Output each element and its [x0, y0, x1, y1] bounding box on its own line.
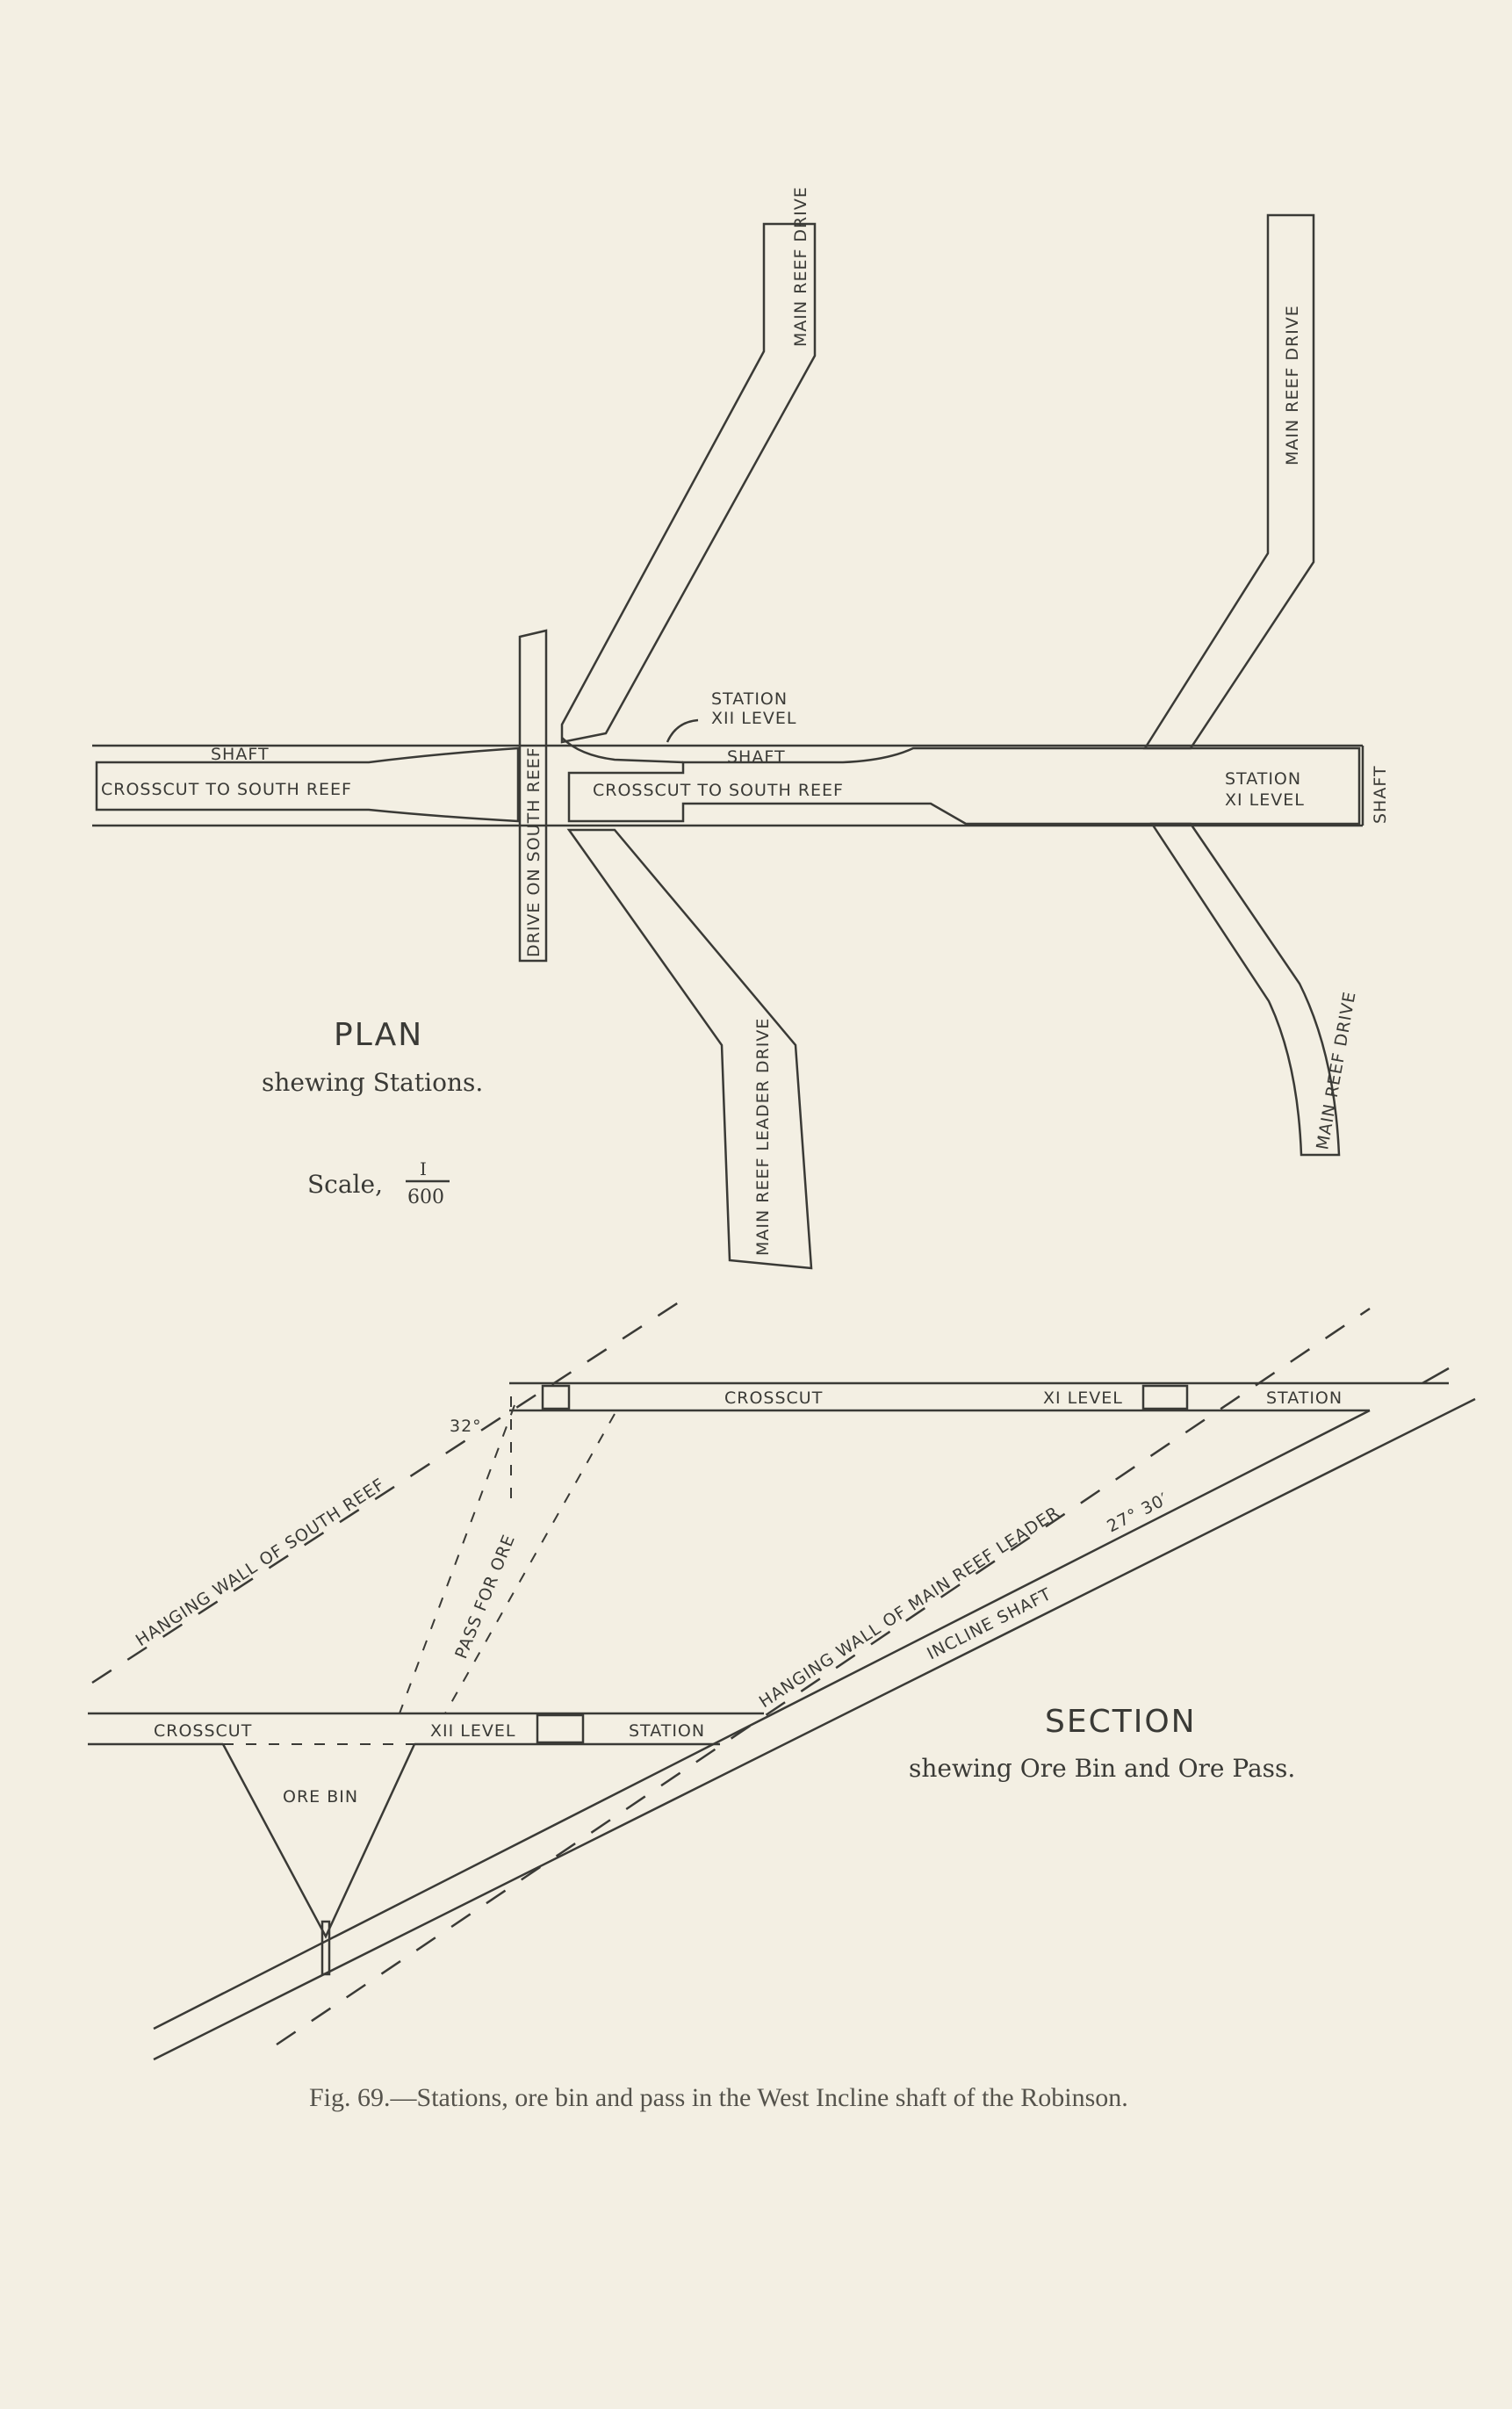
- plan-title: PLAN: [334, 1017, 423, 1053]
- crosscut-label-mid: CROSSCUT TO SOUTH REEF: [593, 781, 844, 800]
- station-curve: [561, 737, 684, 764]
- main-reef-drive-upper-left: [560, 222, 817, 744]
- scale-denominator: 600: [407, 1186, 444, 1208]
- crosscut-lower-label: CROSSCUT: [154, 1721, 252, 1741]
- crosscut-left-band: [95, 747, 520, 823]
- pass-for-ore-label: PASS FOR ORE: [451, 1532, 519, 1662]
- crosscut-upper-label: CROSSCUT: [724, 1388, 823, 1408]
- station-xii-label-line2: XII LEVEL: [711, 709, 796, 728]
- crosscut-label-left: CROSSCUT TO SOUTH REEF: [101, 780, 352, 799]
- hanging-wall-south-label: HANGING WALL OF SOUTH REEF: [133, 1475, 389, 1650]
- hanging-wall-south-reef: [91, 1297, 685, 1684]
- ore-bin: [221, 1743, 416, 1939]
- scale-numerator: I: [420, 1158, 427, 1179]
- section-title: SECTION: [1045, 1704, 1197, 1740]
- xi-shaft-block-left: [541, 1384, 571, 1410]
- south-reef-drive: [518, 629, 548, 963]
- main-reef-drive-right: [1142, 213, 1315, 750]
- ore-bin-chute: [320, 1920, 331, 1976]
- plan-subtitle: shewing Stations.: [262, 1068, 483, 1097]
- station-upper-label: STATION: [1266, 1388, 1343, 1408]
- xi-level-label: XI LEVEL: [1043, 1388, 1123, 1408]
- station-xii-label-line1: STATION: [711, 689, 788, 709]
- main-reef-drive-label-right: MAIN REEF DRIVE: [1283, 305, 1302, 465]
- plan-diagram: STATION XII LEVEL SHAFT SHAFT CROSSCUT T…: [92, 186, 1390, 1270]
- incline-shaft-line-bottom: [153, 1397, 1476, 2061]
- ore-pass-right: [444, 1413, 616, 1714]
- shaft-label-right: SHAFT: [1371, 765, 1390, 824]
- xii-level-label: XII LEVEL: [430, 1721, 515, 1741]
- xii-shaft-block: [536, 1713, 585, 1744]
- leader-drive-label: MAIN REEF LEADER DRIVE: [753, 1018, 773, 1256]
- station-xi-label-line1: STATION: [1225, 769, 1301, 789]
- ore-bin-label: ORE BIN: [283, 1787, 358, 1807]
- section-subtitle: shewing Ore Bin and Ore Pass.: [909, 1754, 1295, 1783]
- main-reef-leader-drive: [566, 828, 813, 1270]
- main-reef-drive-lower-right: [1149, 822, 1341, 1157]
- figure-caption: Fig. 69.—Stations, ore bin and pass in t…: [309, 2083, 1128, 2112]
- ore-pass-left: [399, 1404, 515, 1714]
- station-lower-label: STATION: [629, 1721, 705, 1741]
- section-diagram: CROSSCUT XI LEVEL STATION 32° HANGING WA…: [88, 1297, 1476, 2061]
- scale-label: Scale,: [307, 1170, 383, 1199]
- incline-shaft-line-top: [153, 1409, 1371, 2030]
- incline-top-tick: [1422, 1367, 1450, 1385]
- station-leader-line: [666, 718, 699, 743]
- south-reef-drive-label: DRIVE ON SOUTH REEF: [524, 747, 544, 957]
- angle-32-label: 32°: [450, 1417, 482, 1436]
- main-reef-drive-label-top: MAIN REEF DRIVE: [791, 186, 810, 347]
- shaft-label-mid: SHAFT: [727, 747, 786, 767]
- hanging-wall-main-reef-leader: [276, 1307, 1371, 2046]
- shaft-label-left: SHAFT: [211, 745, 270, 764]
- xi-shaft-block-right: [1141, 1384, 1189, 1410]
- crosscut-main-band: [567, 747, 1361, 826]
- station-xi-label-line2: XI LEVEL: [1225, 790, 1305, 810]
